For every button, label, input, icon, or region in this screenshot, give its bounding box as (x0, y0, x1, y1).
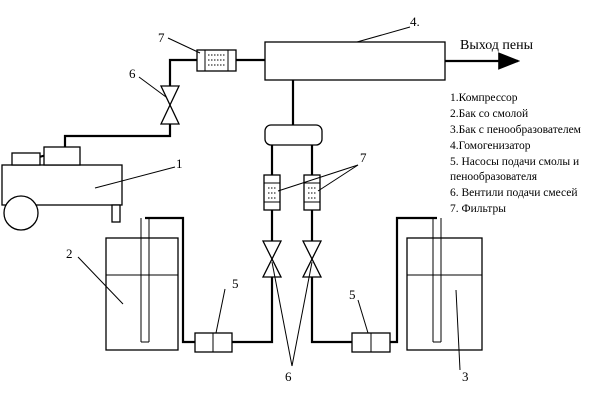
resin-tank (105, 218, 179, 351)
compressor (1, 146, 123, 231)
foam-tank-number: 3 (462, 369, 469, 384)
valve-leader-right (291, 261, 313, 367)
resin-pump (194, 332, 233, 353)
left-branch-valve (261, 240, 283, 278)
resin-tank-leader (77, 256, 124, 305)
resin-tank-outlet-pipe (145, 216, 195, 344)
filter-leader-top (167, 37, 201, 54)
filter-leader-right (317, 164, 359, 192)
left-branch-filter (263, 174, 281, 211)
valve-number-top: 6 (129, 66, 136, 81)
resin-pump-leader (215, 288, 226, 334)
filter-leader-left (277, 164, 359, 192)
compressor-number: 1 (176, 156, 183, 171)
legend-item-2: 2.Бак со смолой (450, 108, 528, 120)
foam-pump-leader (357, 299, 369, 334)
homogenizer-box (264, 41, 446, 81)
legend-item-6: 6. Вентили подачи смесей (450, 187, 578, 199)
legend-item-1: 1.Компрессор (450, 92, 518, 104)
compressor-valve (159, 85, 181, 125)
foam-tank-outlet-pipe (390, 216, 437, 344)
resin-pump-number: 5 (232, 276, 239, 291)
foam-pump-to-valve-pipe (310, 277, 352, 344)
filter-number-top: 7 (158, 30, 165, 45)
valve-number-bottom: 6 (285, 369, 292, 384)
compressor-pipe-upper (168, 58, 197, 86)
filter-number-pair: 7 (360, 150, 367, 165)
legend-item-4: 4.Гомогенизатор (450, 140, 531, 152)
foam-pump (351, 332, 391, 353)
compressor-filter (196, 49, 237, 72)
homogenizer-number: 4. (410, 14, 420, 29)
homogenizer-leader (356, 26, 411, 43)
mixer-block (264, 124, 323, 146)
resin-pump-to-valve-pipe (232, 277, 274, 344)
right-branch-valve (301, 240, 323, 278)
valve-leader-top (138, 76, 167, 98)
foam-pump-number: 5 (349, 287, 356, 302)
legend-item-5: 5. Насосы подачи смолы и (450, 156, 579, 168)
output-label: Выход пены (460, 38, 534, 53)
legend: 1.Компрессор 2.Бак со смолой 3.Бак с пен… (450, 92, 582, 215)
valve-leader-left (271, 261, 293, 367)
compressor-leader (94, 166, 176, 189)
right-branch-filter (303, 174, 321, 211)
resin-tank-number: 2 (66, 246, 73, 261)
legend-item-3: 3.Бак с пенообразователем (450, 124, 582, 136)
foam-tank-leader (455, 289, 461, 371)
foam-concentrate-tank (406, 218, 483, 351)
legend-item-7: 7. Фильтры (450, 203, 506, 215)
legend-item-5-cont: пенообразователя (450, 171, 538, 183)
